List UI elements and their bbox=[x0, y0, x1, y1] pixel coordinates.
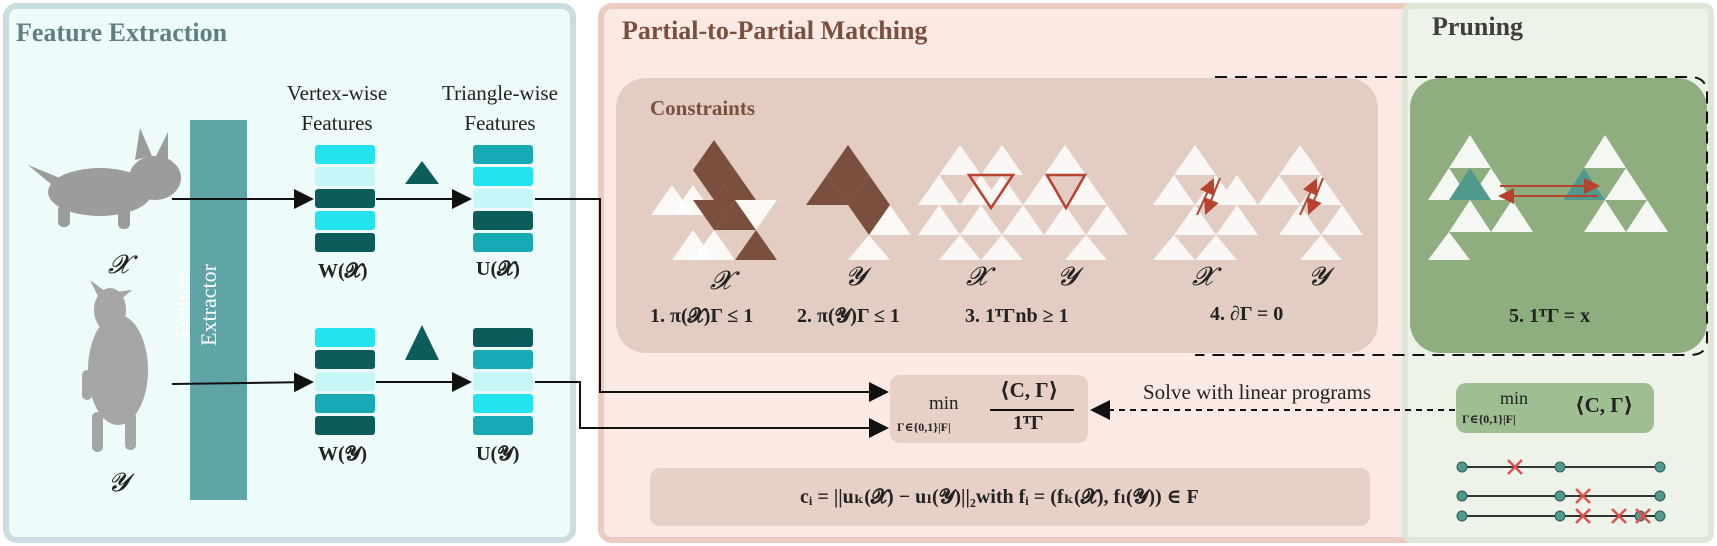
w-y-label: W(𝓨) bbox=[318, 443, 368, 465]
solve-label: Solve with linear programs bbox=[1143, 380, 1372, 404]
pruning-objective-sub: Γ∈{0,1}|F| bbox=[1462, 412, 1516, 426]
objective-denominator: 1ᵀΓ bbox=[1013, 412, 1044, 434]
vertex-feature-bar bbox=[315, 394, 375, 413]
pruning-chain-graph bbox=[1456, 459, 1666, 524]
label-y-3: 𝓨 bbox=[1057, 262, 1078, 291]
vertex-feature-bar bbox=[315, 145, 375, 164]
feature-extractor-block bbox=[190, 120, 247, 500]
u-x-label: U(𝓧) bbox=[476, 258, 520, 280]
u-y-label: U(𝓨) bbox=[476, 443, 520, 465]
mesh-x-constraint-3 bbox=[918, 145, 1044, 260]
vertex-feature-bar bbox=[315, 211, 375, 230]
triangle-feature-bar bbox=[473, 145, 533, 164]
mesh-y-constraint-2 bbox=[806, 145, 911, 260]
feature-extraction-panel bbox=[3, 3, 576, 543]
triangle-feature-bar bbox=[473, 233, 533, 252]
cost-formula: cᵢ = ||uₖ(𝓧) − uₗ(𝓨)||₂with fᵢ = (fₖ(𝓧),… bbox=[800, 486, 1199, 508]
triangle-feature-bar bbox=[473, 394, 533, 413]
pruning-title: Pruning bbox=[1432, 12, 1524, 41]
fraction-bar bbox=[990, 409, 1074, 411]
mesh-y-constraint-3 bbox=[1023, 145, 1128, 260]
shape-y-silhouette bbox=[82, 280, 148, 452]
constraint-4: 4. ∂Γ = 0 bbox=[1210, 303, 1284, 325]
mesh-x-constraint-1 bbox=[651, 140, 777, 260]
triangle-header: Triangle-wise Features bbox=[442, 81, 558, 135]
triangle-feature-bar bbox=[473, 167, 533, 186]
triangle-feature-bar bbox=[473, 211, 533, 230]
label-y-4: 𝓨 bbox=[1308, 262, 1329, 291]
w-x-label: W(𝓧) bbox=[318, 260, 368, 282]
objective-min: min bbox=[929, 393, 959, 414]
triangle-feature-bar bbox=[473, 328, 533, 347]
pruning-objective-min: min bbox=[1500, 388, 1529, 408]
pruning-objective-box bbox=[1456, 383, 1654, 433]
label-x-4: 𝓧 bbox=[1192, 262, 1214, 291]
label-y-2: 𝓨 bbox=[845, 262, 866, 291]
feature-extraction-title: Feature Extraction bbox=[16, 18, 228, 47]
label-x-3: 𝓧 bbox=[966, 262, 988, 291]
mesh-y-constraint-4 bbox=[1258, 145, 1363, 260]
constraint-5: 5. 1ᵀΓ = x bbox=[1509, 305, 1591, 327]
vertex-feature-bar bbox=[315, 328, 375, 347]
shape-x-label: 𝓧 bbox=[108, 250, 130, 279]
shape-y-label: 𝓨 bbox=[108, 468, 129, 497]
vertex-feature-bar bbox=[315, 350, 375, 369]
vertex-feature-bar bbox=[315, 189, 375, 208]
triangle-feature-bar bbox=[473, 372, 533, 391]
matching-title: Partial-to-Partial Matching bbox=[622, 16, 928, 45]
constraints-title: Constraints bbox=[650, 96, 756, 120]
label-x-1: 𝓧 bbox=[710, 266, 732, 295]
vertex-feature-bar bbox=[315, 372, 375, 391]
triangle-feature-bar bbox=[473, 350, 533, 369]
triangle-feature-bar bbox=[473, 189, 533, 208]
cost-box bbox=[650, 468, 1370, 526]
constraint-3: 3. 1ᵀΓnb ≥ 1 bbox=[965, 305, 1069, 327]
constraint-2: 2. π(𝓨)Γ ≤ 1 bbox=[797, 305, 900, 327]
shape-x-silhouette bbox=[28, 128, 181, 229]
vertex-feature-bar bbox=[315, 167, 375, 186]
objective-numerator: ⟨C, Γ⟩ bbox=[1000, 378, 1059, 402]
objective-sub: Γ∈{0,1}|F| bbox=[897, 420, 951, 434]
pruning-constraint-box bbox=[1410, 78, 1707, 353]
mesh-x-constraint-4 bbox=[1153, 145, 1258, 260]
vertex-feature-bar bbox=[315, 233, 375, 252]
vertex-feature-bar bbox=[315, 416, 375, 435]
pruning-objective-body: ⟨C, Γ⟩ bbox=[1575, 393, 1634, 417]
constraint-1: 1. π(𝓧)Γ ≤ 1 bbox=[650, 305, 754, 327]
vertex-header: Vertex-wise Features bbox=[286, 81, 388, 135]
triangle-feature-bar bbox=[473, 416, 533, 435]
